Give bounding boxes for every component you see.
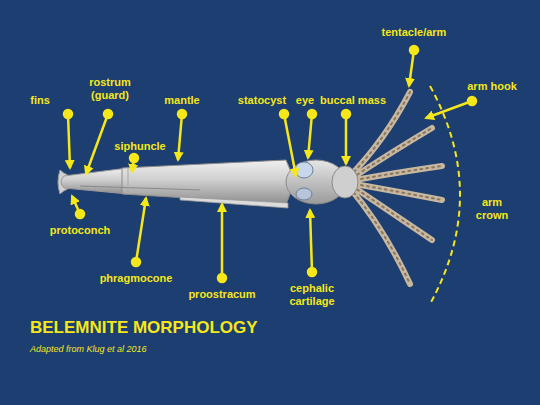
part-label: arm hook bbox=[467, 80, 517, 93]
part-label: eye bbox=[296, 94, 314, 107]
part-label: fins bbox=[30, 94, 50, 107]
part-label: siphuncle bbox=[114, 140, 165, 153]
part-label: protoconch bbox=[50, 224, 111, 237]
source-caption: Adapted from Klug et al 2016 bbox=[30, 344, 147, 354]
part-label: proostracum bbox=[188, 288, 255, 301]
part-label: tentacle/arm bbox=[382, 26, 447, 39]
part-label: cephalic cartilage bbox=[280, 282, 344, 308]
part-label: buccal mass bbox=[320, 94, 386, 107]
part-label: arm crown bbox=[472, 196, 512, 222]
part-label: mantle bbox=[164, 94, 199, 107]
part-label: statocyst bbox=[238, 94, 286, 107]
part-label: rostrum (guard) bbox=[79, 76, 141, 102]
part-label: phragmocone bbox=[100, 272, 173, 285]
diagram-title: BELEMNITE MORPHOLOGY bbox=[30, 318, 258, 338]
